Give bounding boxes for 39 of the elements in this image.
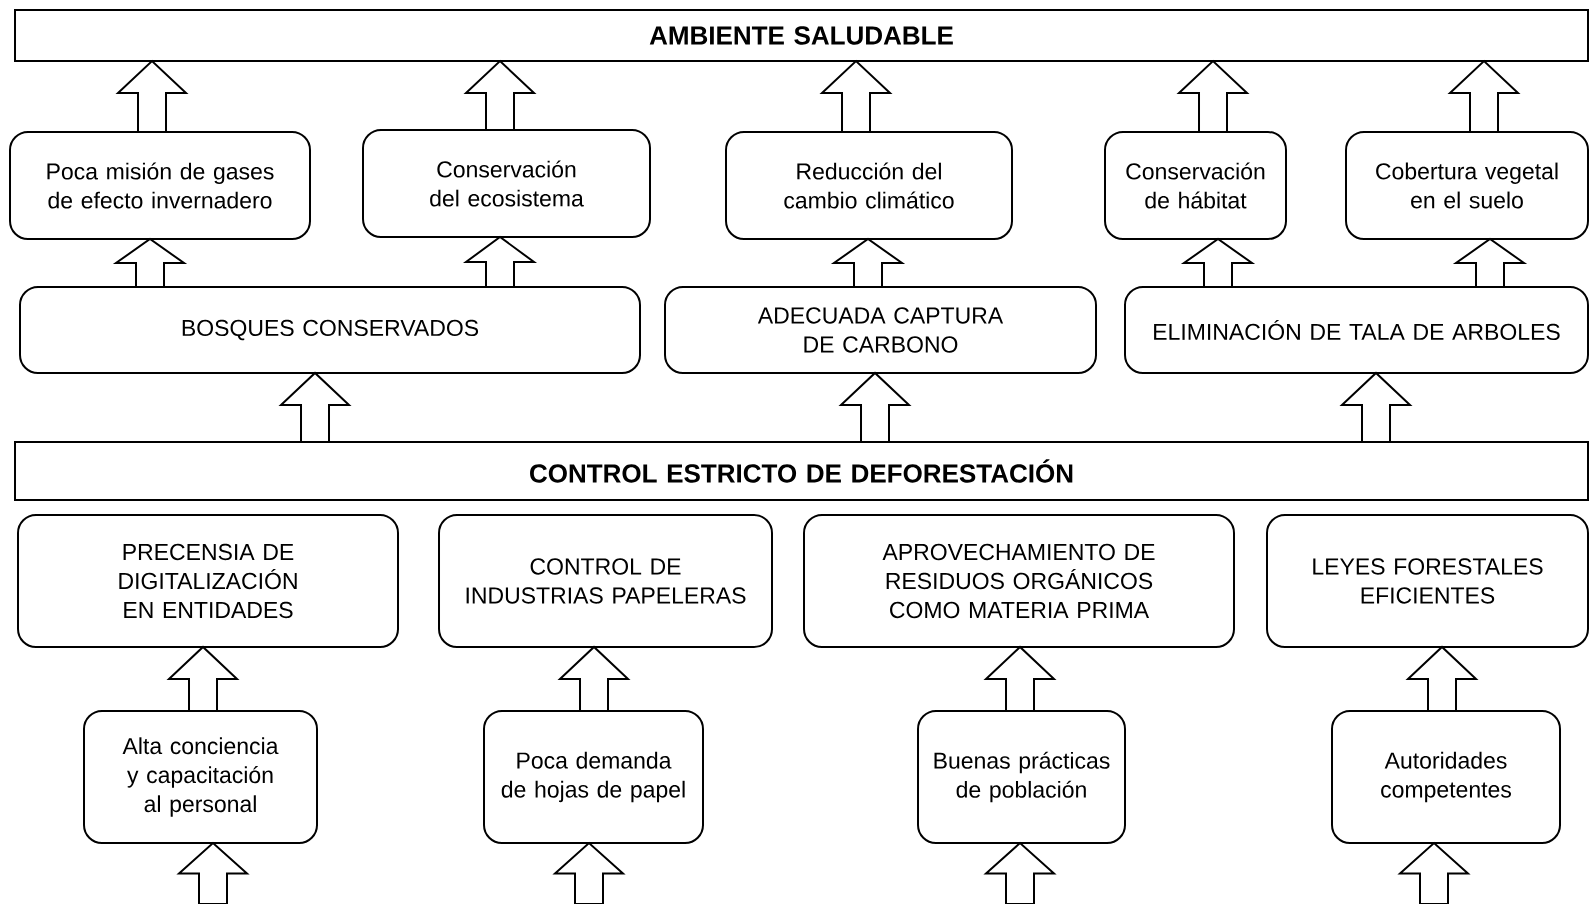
block-arrow [1452,237,1528,288]
block-arrow [819,59,893,133]
block-arrow [983,645,1057,712]
rounded-box: Poca demanda de hojas de papel [483,710,704,844]
rounded-box: Autoridades competentes [1331,710,1561,844]
rounded-box: APROVECHAMIENTO DE RESIDUOS ORGÁNICOS COMO MATERIA PRIMA [803,514,1235,648]
block-arrow [176,841,250,904]
block-arrow [1447,59,1521,133]
block-arrow [1339,371,1413,443]
rounded-box: PRECENSIA DE DIGITALIZACIÓN EN ENTIDADES [17,514,399,648]
block-arrow [1176,59,1250,133]
rounded-box: Reducción del cambio climático [725,131,1013,240]
rounded-box: BOSQUES CONSERVADOS [19,286,641,374]
block-arrow [463,59,537,131]
block-arrow [1405,645,1479,712]
block-arrow [462,235,538,288]
rounded-box: CONTROL DE INDUSTRIAS PAPELERAS [438,514,773,648]
block-arrow [983,841,1057,904]
rounded-box: Conservación de hábitat [1104,131,1287,240]
rounded-box: Buenas prácticas de población [917,710,1126,844]
block-arrow [1180,237,1256,288]
rounded-box: Alta conciencia y capacitación al personal [83,710,318,844]
rounded-box: Cobertura vegetal en el suelo [1345,131,1589,240]
block-arrow [557,645,631,712]
block-arrow [112,237,188,288]
block-arrow [166,645,240,712]
rounded-box: ADECUADA CAPTURA DE CARBONO [664,286,1097,374]
rounded-box: ELIMINACIÓN DE TALA DE ARBOLES [1124,286,1589,374]
block-arrow [115,59,189,133]
block-arrow [838,371,912,443]
block-arrow [1397,841,1471,904]
block-arrow [552,841,626,904]
rounded-box: Conservación del ecosistema [362,129,651,238]
rounded-box: Poca misión de gases de efecto invernadero [9,131,311,240]
block-arrow [830,237,906,288]
banner-box: AMBIENTE SALUDABLE [14,9,1589,62]
banner-box: CONTROL ESTRICTO DE DEFORESTACIÓN [14,441,1589,501]
block-arrow [278,371,352,443]
rounded-box: LEYES FORESTALES EFICIENTES [1266,514,1589,648]
